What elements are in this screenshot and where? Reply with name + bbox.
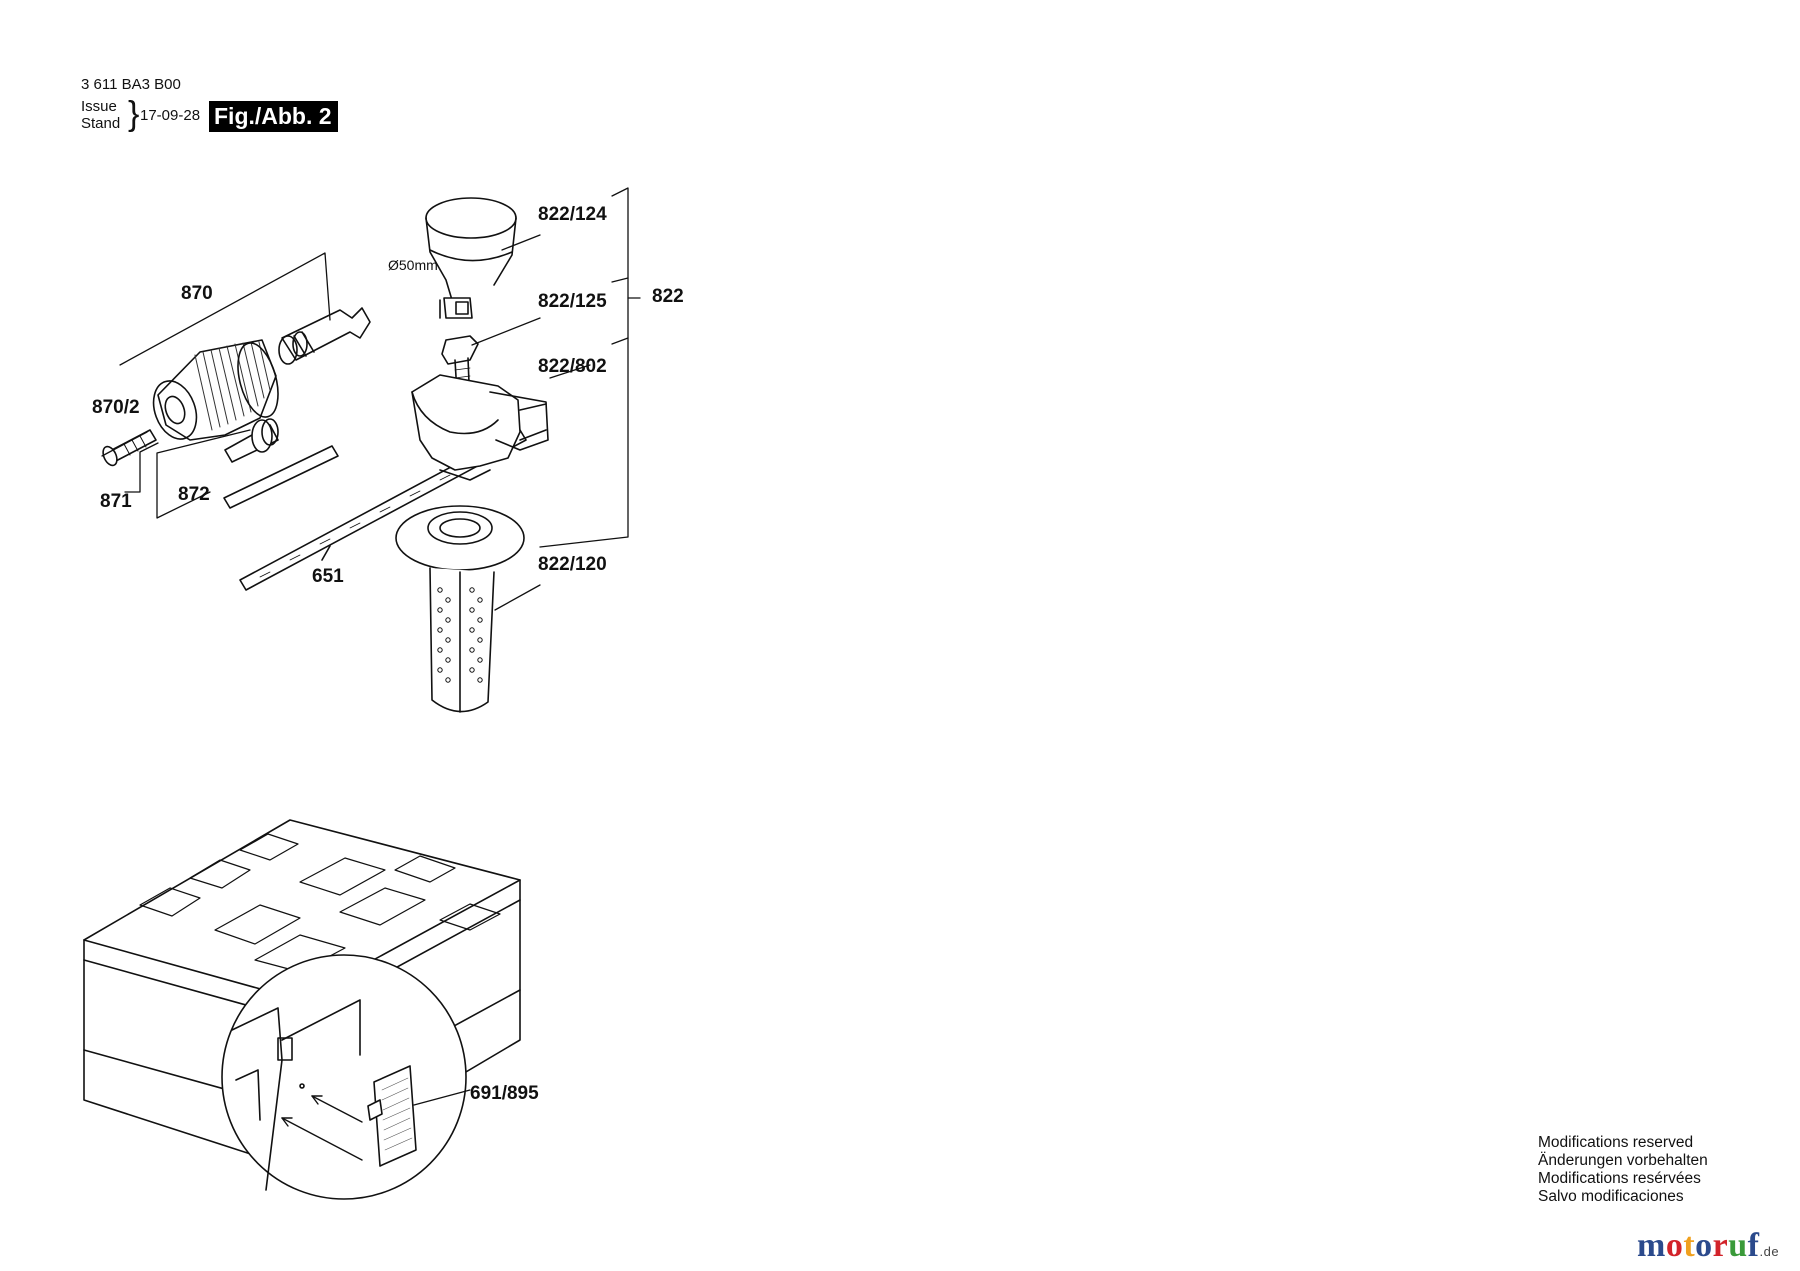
callout-822-120: 822/120: [538, 554, 607, 575]
handle-head: [411, 374, 549, 481]
issue-date: 17-09-28: [140, 107, 201, 124]
logo-letter: r: [1712, 1227, 1729, 1264]
note-fr: Modifications resérvées: [1538, 1170, 1701, 1187]
callout-870: 870: [181, 283, 213, 304]
diameter-label: Ø50mm: [388, 257, 438, 273]
figure-label: Fig./Abb. 2: [209, 101, 338, 132]
note-de: Änderungen vorbehalten: [1538, 1152, 1708, 1169]
callout-870-2: 870/2: [92, 397, 140, 418]
callout-822-124: 822/124: [538, 204, 607, 225]
issue-labels: Issue Stand: [81, 98, 120, 132]
note-en: Modifications reserved: [1538, 1134, 1694, 1151]
callout-872: 872: [178, 484, 210, 505]
logo-suffix: .de: [1759, 1244, 1780, 1259]
callout-651: 651: [312, 566, 344, 587]
part-number: 3 611 BA3 B00: [81, 76, 181, 93]
chuck-key: [223, 418, 339, 509]
detail-circle: [221, 954, 467, 1200]
motoruf-logo: motoruf.de: [1637, 1227, 1779, 1265]
chuck-shank-adapter: [278, 307, 371, 365]
logo-letter: t: [1683, 1227, 1696, 1264]
brace-glyph: }: [128, 95, 140, 133]
modification-notes: Modifications reserved Änderungen vorbeh…: [1538, 1134, 1708, 1206]
note-es: Salvo modificaciones: [1538, 1188, 1684, 1205]
drill-chuck: [152, 339, 279, 441]
logo-letter: m: [1637, 1227, 1666, 1264]
callout-822-125: 822/125: [538, 291, 607, 312]
logo-letter: f: [1747, 1227, 1760, 1264]
handle-grip: [395, 505, 525, 713]
clamping-band: [425, 197, 517, 319]
callout-822-802: 822/802: [538, 356, 607, 377]
issue-label-de: Stand: [81, 115, 121, 132]
logo-letter: o: [1665, 1227, 1684, 1264]
callout-691-895: 691/895: [470, 1083, 539, 1104]
callout-822: 822: [652, 286, 684, 307]
label-plate: [367, 1065, 417, 1167]
mounting-arrows: [281, 1095, 363, 1161]
logo-letter: u: [1728, 1227, 1748, 1264]
callout-871: 871: [100, 491, 132, 512]
issue-label-en: Issue: [81, 98, 117, 115]
logo-letter: o: [1695, 1227, 1713, 1264]
